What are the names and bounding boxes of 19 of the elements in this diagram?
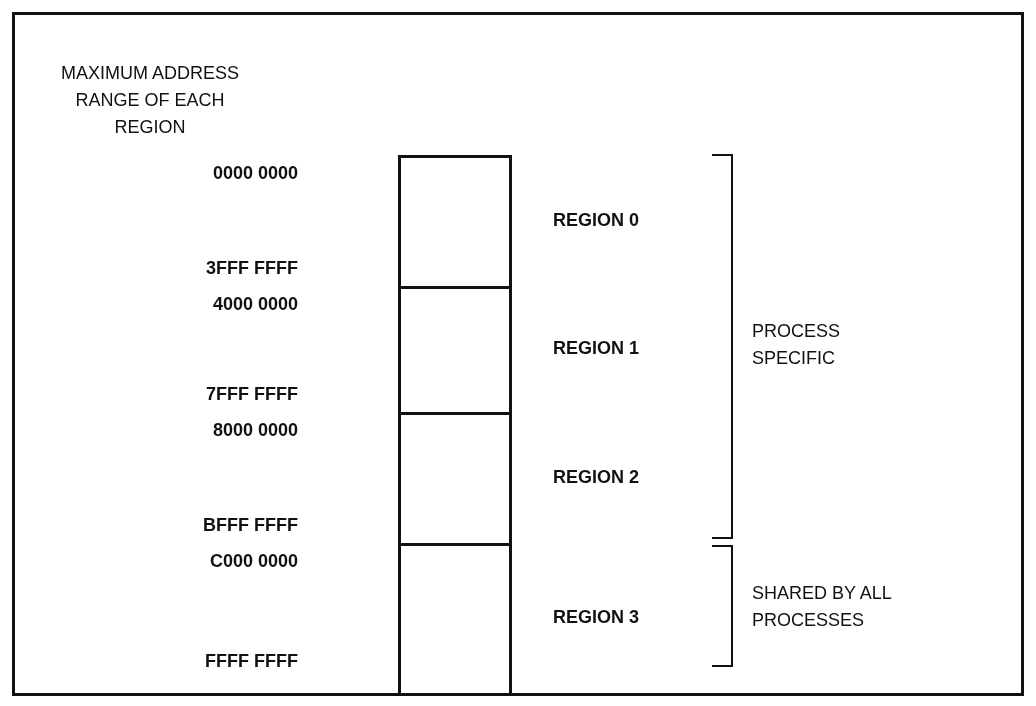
memory-region-box <box>398 543 512 696</box>
region-name: REGION 3 <box>553 607 640 628</box>
region-name: REGION 1 <box>553 338 640 359</box>
column-heading: MAXIMUM ADDRESS RANGE OF EACH REGION <box>60 62 240 139</box>
memory-region-box <box>398 286 512 415</box>
region-name: REGION 0 <box>553 209 640 231</box>
start-address: 8000 0000 <box>211 420 298 441</box>
bracket-label: PROCESS SPECIFIC <box>752 320 842 370</box>
memory-region-box <box>398 155 512 289</box>
start-address: C000 0000 <box>208 551 298 572</box>
start-address: 4000 0000 <box>211 294 298 315</box>
end-address: FFFF FFFF <box>204 651 298 672</box>
end-address: 7FFF FFFF <box>205 384 298 405</box>
end-address: BFFF FFFF <box>202 515 298 536</box>
bracket-label: SHARED BY ALL PROCESSES <box>752 582 893 632</box>
start-address: 0000 0000 <box>211 163 298 184</box>
end-address: 3FFF FFFF <box>205 258 298 279</box>
region-name: REGION 2 <box>553 466 640 488</box>
memory-region-box <box>398 412 512 546</box>
